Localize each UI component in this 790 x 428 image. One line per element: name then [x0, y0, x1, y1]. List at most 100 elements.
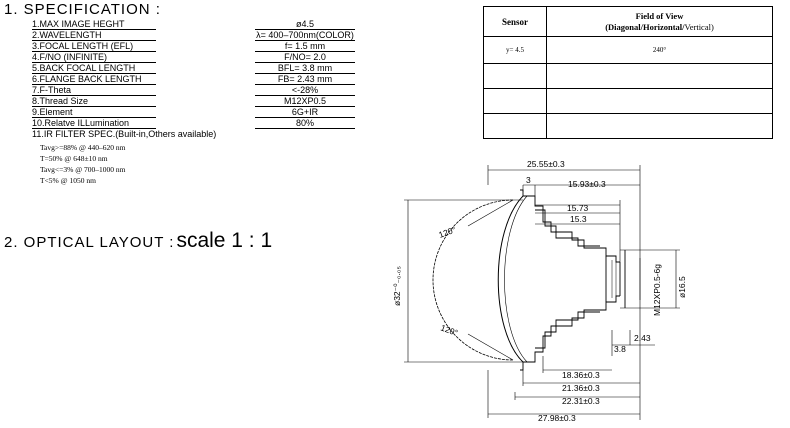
spec-row: 2.WAVELENGTH λ= 400–700nm(COLOR) — [0, 30, 390, 41]
fov-cell — [546, 88, 773, 114]
spec-value: 6G+IR — [291, 107, 319, 117]
spec-underline — [32, 40, 156, 41]
spec-value-underline — [255, 40, 355, 41]
layout-title: 2. OPTICAL LAYOUT :scale 1 : 1 — [4, 229, 272, 253]
spec-label: 2.WAVELENGTH — [32, 30, 102, 40]
spec-value-underline — [255, 84, 355, 85]
filter-line: T=50% @ 648±10 nm — [40, 154, 108, 163]
spec-title: 1. SPECIFICATION : — [4, 1, 161, 18]
angle-top: 120° — [437, 224, 457, 239]
header-fov: Field of View (Diagonal/Horizontal/Verti… — [546, 6, 773, 37]
spec-label: 8.Thread Size — [32, 96, 89, 106]
spec-underline — [32, 117, 156, 118]
spec-label: 1.MAX IMAGE HEGHT — [32, 19, 125, 29]
spec-underline — [32, 95, 156, 96]
spec-underline — [32, 84, 156, 85]
table-row — [483, 113, 773, 139]
dim-15-93: 15.93±0.3 — [568, 179, 606, 189]
spec-underline — [32, 73, 156, 74]
fov-table: Sensor Field of View (Diagonal/Horizonta… — [483, 6, 773, 139]
spec-value-underline — [255, 29, 355, 30]
spec-underline — [32, 51, 156, 52]
spec-row: 8.Thread Size M12XP0.5 — [0, 96, 390, 107]
spec-value-underline — [255, 73, 355, 74]
dim-22-31: 22.31±0.3 — [562, 396, 600, 406]
table-row — [483, 88, 773, 114]
dim-phi16-5: ø16.5 — [677, 276, 687, 298]
spec-row: 1.MAX IMAGE HEGHT ø4.5 — [0, 19, 390, 30]
table-row — [483, 63, 773, 89]
header-fov-line2: (Diagonal/Horizontal/Vertical) — [547, 22, 772, 33]
dim-3-8: 3.8 — [614, 344, 626, 354]
filter-title: 11.IR FILTER SPEC.(Built-in,Others avail… — [32, 129, 217, 139]
spec-value: <-28% — [291, 85, 319, 95]
dim-2-43: 2.43 — [634, 333, 651, 343]
sensor-cell — [483, 88, 547, 114]
spec-value: M12XP0.5 — [283, 96, 327, 106]
spec-row: 10.Relatve ILLumination 80% — [0, 118, 390, 129]
spec-row: 3.FOCAL LENGTH (EFL) f= 1.5 mm — [0, 41, 390, 52]
spec-underline — [32, 62, 156, 63]
layout-title-text: 2. OPTICAL LAYOUT : — [4, 234, 175, 251]
fov-cell — [546, 113, 773, 139]
spec-row: 4.F/NO (INFINITE) F/NO= 2.0 — [0, 52, 390, 63]
spec-value-underline — [255, 51, 355, 52]
dim-thread: M12XP0.5-6g — [652, 264, 662, 316]
filter-line: T<5% @ 1050 nm — [40, 176, 96, 185]
table-row: y= 4.5 240° — [483, 36, 773, 64]
spec-value-underline — [255, 106, 355, 107]
header-fov-line1: Field of View — [635, 10, 684, 21]
spec-row: 6.FLANGE BACK LENGTH FB= 2.43 mm — [0, 74, 390, 85]
spec-value: ø4.5 — [295, 19, 314, 29]
spec-value: BFL= 3.8 mm — [277, 63, 333, 73]
spec-label: 5.BACK FOCAL LENGTH — [32, 63, 136, 73]
spec-label: 4.F/NO (INFINITE) — [32, 52, 107, 62]
spec-underline — [32, 128, 156, 129]
spec-label: 3.FOCAL LENGTH (EFL) — [32, 41, 134, 51]
spec-value-underline — [255, 62, 355, 63]
dim-18-36: 18.36±0.3 — [562, 370, 600, 380]
fov-table-header: Sensor Field of View (Diagonal/Horizonta… — [483, 6, 773, 37]
filter-title-row: 11.IR FILTER SPEC.(Built-in,Others avail… — [0, 129, 390, 140]
angle-bottom: 120° — [439, 322, 459, 337]
dimension-labels: 25.55±0.3 3 15.93±0.3 15.73 15.3 ø32⁻⁰₋₀… — [392, 159, 687, 423]
dimension-lines-right — [611, 249, 680, 356]
spec-value: f= 1.5 mm — [284, 41, 326, 51]
spec-label: 6.FLANGE BACK LENGTH — [32, 74, 142, 84]
fov-cell: 240° — [546, 36, 773, 64]
dimension-lines-top — [404, 165, 641, 420]
spec-label: 10.Relatve ILLumination — [32, 118, 130, 128]
dim-15-3: 15.3 — [570, 214, 587, 224]
filter-line: Tavg>=88% @ 440–620 nm — [40, 143, 126, 152]
spec-underline — [32, 106, 156, 107]
spec-underline — [32, 29, 156, 30]
spec-row: 9.Element 6G+IR — [0, 107, 390, 118]
filter-line: Tavg<=3% @ 700–1000 nm — [40, 165, 126, 174]
lens-body — [520, 189, 626, 371]
spec-value: λ= 400–700nm(COLOR) — [256, 30, 354, 40]
spec-value-underline — [255, 95, 355, 96]
dim-overall-top: 25.55±0.3 — [527, 159, 565, 169]
spec-value-underline — [255, 128, 355, 129]
dome-lens — [497, 195, 528, 363]
spec-value: 80% — [295, 118, 314, 128]
header-sensor: Sensor — [483, 6, 547, 37]
scale-text: scale 1 : 1 — [176, 229, 273, 252]
spec-row: 5.BACK FOCAL LENGTH BFL= 3.8 mm — [0, 63, 390, 74]
dim-15-73: 15.73 — [567, 203, 589, 213]
fov-circle — [432, 199, 514, 361]
dimension-lines-bottom — [487, 356, 640, 418]
spec-value: FB= 2.43 mm — [277, 74, 333, 84]
header-fov-line2a: (Diagonal/Horizontal/ — [605, 21, 685, 32]
spec-row: 7.F-Theta <-28% — [0, 85, 390, 96]
dim-phi32: ø32⁻⁰₋₀.₀₅ — [392, 266, 402, 306]
header-fov-line2b: Vertical) — [684, 21, 714, 32]
dim-21-36: 21.36±0.3 — [562, 383, 600, 393]
dim-3: 3 — [526, 175, 531, 185]
sensor-cell — [483, 113, 547, 139]
spec-label: 9.Element — [32, 107, 73, 117]
spec-label: 7.F-Theta — [32, 85, 72, 95]
spec-value-underline — [255, 117, 355, 118]
spec-value: F/NO= 2.0 — [284, 52, 326, 62]
